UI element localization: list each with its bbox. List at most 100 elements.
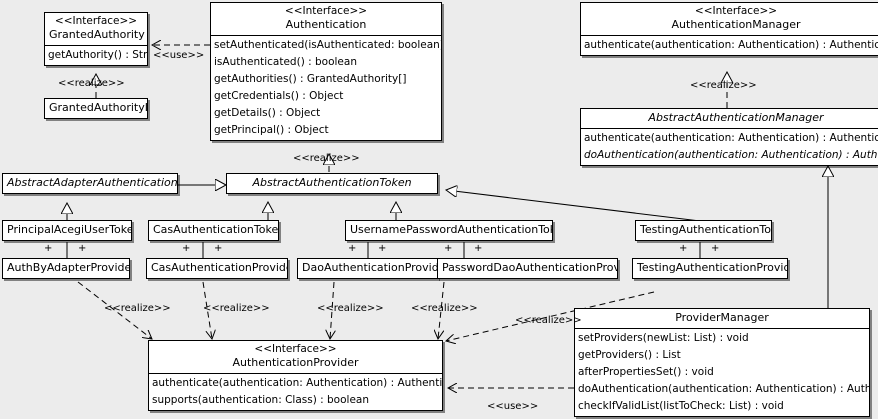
assoc-marker-username-dao-right: + — [378, 243, 387, 254]
class-box-granted-authority-impl[interactable]: GrantedAuthorityImpl — [44, 98, 148, 119]
class-box-authentication-manager[interactable]: <<Interface>> AuthenticationManager auth… — [580, 2, 878, 56]
assoc-marker-username-passworddao-right: + — [474, 243, 483, 254]
class-header: DaoAuthenticationProvider — [298, 259, 437, 278]
class-box-provider-manager[interactable]: ProviderManager setProviders(newList: Li… — [574, 308, 870, 417]
class-box-abstract-adapter-authentication-token[interactable]: AbstractAdapterAuthenticationToken — [2, 173, 178, 194]
operation: getAuthority() : String — [48, 48, 148, 61]
class-box-granted-authority[interactable]: <<Interface>> GrantedAuthority getAuthor… — [44, 12, 148, 66]
class-name: AbstractAuthenticationManager — [648, 111, 824, 124]
edge-label-realize-dao-provider: <<realize>> — [317, 303, 384, 314]
class-box-cas-authentication-provider[interactable]: CasAuthenticationProvider — [146, 258, 288, 279]
class-box-authentication-provider[interactable]: <<Interface>> AuthenticationProvider aut… — [148, 340, 443, 411]
operation: authenticate(authentication: Authenticat… — [584, 38, 878, 51]
operation: getDetails() : Object — [214, 106, 321, 119]
assoc-marker-cas-left: + — [182, 243, 191, 254]
operation: getProviders() : List — [578, 348, 681, 361]
class-header: <<Interface>> Authentication — [211, 3, 441, 36]
edge-generalize-testingauthenticationtoken — [446, 190, 701, 222]
assoc-marker-principal-left: + — [44, 243, 53, 254]
class-name: TestingAuthenticationProvider — [637, 261, 788, 274]
class-box-abstract-authentication-manager[interactable]: AbstractAuthenticationManager authentica… — [580, 108, 878, 166]
class-name: AuthenticationProvider — [232, 356, 359, 370]
assoc-marker-testing-right: + — [711, 243, 720, 254]
assoc-marker-cas-right: + — [214, 243, 223, 254]
edge-label-use-provider-manager: <<use>> — [487, 401, 539, 412]
operation: setAuthenticated(isAuthenticated: boolea… — [214, 38, 442, 51]
assoc-marker-principal-right: + — [78, 243, 87, 254]
class-header: UsernamePasswordAuthenticationToken — [346, 221, 552, 240]
class-name: CasAuthenticationToken — [153, 223, 279, 236]
class-header: <<Interface>> AuthenticationManager — [581, 3, 878, 36]
class-header: AbstractAuthenticationToken — [227, 174, 437, 193]
class-stereotype: <<Interface>> — [284, 5, 368, 17]
operation: getCredentials() : Object — [214, 89, 344, 102]
class-operations: getAuthority() : String — [45, 46, 147, 65]
operation: getPrincipal() : Object — [214, 123, 329, 136]
class-name: ProviderManager — [675, 311, 769, 324]
assoc-marker-username-passworddao-left: + — [444, 243, 453, 254]
class-header: TestingAuthenticationProvider — [633, 259, 787, 278]
class-name: AuthByAdapterProvider — [7, 261, 130, 274]
class-name: Authentication — [285, 18, 367, 32]
class-header: TestingAuthenticationToken — [636, 221, 771, 240]
edge-label-realize-password-dao-provider: <<realize>> — [411, 303, 478, 314]
edge-label-realize-abstract-authentication-token: <<realize>> — [293, 153, 360, 164]
class-name: UsernamePasswordAuthenticationToken — [350, 223, 553, 236]
class-header: ProviderManager — [575, 309, 869, 329]
edge-label-realize-provider-manager: <<realize>> — [515, 315, 582, 326]
edge-label-realize-authentication-manager: <<realize>> — [690, 80, 757, 91]
class-box-principal-acegi-user-token[interactable]: PrincipalAcegiUserToken — [2, 220, 132, 241]
class-name: AbstractAdapterAuthenticationToken — [7, 176, 178, 189]
class-stereotype: <<Interface>> — [254, 343, 337, 355]
class-header: AbstractAdapterAuthenticationToken — [3, 174, 177, 193]
operation: setProviders(newList: List) : void — [578, 331, 749, 344]
operation: doAuthentication(authentication: Authent… — [584, 148, 878, 161]
operation: authenticate(authentication: Authenticat… — [584, 131, 878, 144]
class-stereotype: <<Interface>> — [694, 5, 778, 17]
operation: isAuthenticated() : boolean — [214, 55, 357, 68]
class-operations: authenticate(authentication: Authenticat… — [149, 374, 442, 410]
class-header: AuthByAdapterProvider — [3, 259, 129, 278]
class-header: <<Interface>> GrantedAuthority — [45, 13, 147, 46]
class-name: GrantedAuthorityImpl — [49, 101, 148, 114]
operation: checkIfValidList(listToCheck: List) : vo… — [578, 399, 784, 412]
edge-label-realize-cas-provider: <<realize>> — [203, 303, 270, 314]
edge-label-realize-auth-by-adapter: <<realize>> — [104, 303, 171, 314]
assoc-marker-testing-left: + — [679, 243, 688, 254]
class-operations: authenticate(authentication: Authenticat… — [581, 129, 878, 165]
class-name: GrantedAuthority — [49, 28, 145, 42]
class-header: CasAuthenticationToken — [149, 221, 278, 240]
class-operations: setAuthenticated(isAuthenticated: boolea… — [211, 36, 441, 140]
class-box-password-dao-authentication-provider[interactable]: PasswordDaoAuthenticationProvider — [437, 258, 618, 279]
class-box-auth-by-adapter-provider[interactable]: AuthByAdapterProvider — [2, 258, 130, 279]
class-operations: setProviders(newList: List) : void getPr… — [575, 329, 869, 416]
class-header: GrantedAuthorityImpl — [45, 99, 147, 118]
class-name: DaoAuthenticationProvider — [302, 261, 438, 274]
class-header: CasAuthenticationProvider — [147, 259, 287, 278]
class-box-testing-authentication-token[interactable]: TestingAuthenticationToken — [635, 220, 772, 241]
class-box-dao-authentication-provider[interactable]: DaoAuthenticationProvider — [297, 258, 438, 279]
edge-label-realize-granted-authority-impl: <<realize>> — [58, 78, 125, 89]
class-header: PrincipalAcegiUserToken — [3, 221, 131, 240]
class-box-authentication[interactable]: <<Interface>> Authentication setAuthenti… — [210, 2, 442, 141]
class-box-testing-authentication-provider[interactable]: TestingAuthenticationProvider — [632, 258, 788, 279]
edge-label-use-granted-authority: <<use>> — [153, 50, 205, 61]
class-header: AbstractAuthenticationManager — [581, 109, 878, 129]
class-stereotype: <<Interface>> — [54, 15, 138, 27]
class-box-username-password-authentication-token[interactable]: UsernamePasswordAuthenticationToken — [345, 220, 553, 241]
operation: afterPropertiesSet() : void — [578, 365, 714, 378]
class-name: AbstractAuthenticationToken — [252, 176, 412, 189]
class-operations: authenticate(authentication: Authenticat… — [581, 36, 878, 55]
operation: doAuthentication(authentication: Authent… — [578, 382, 869, 395]
class-name: PrincipalAcegiUserToken — [7, 223, 132, 236]
class-name: PasswordDaoAuthenticationProvider — [442, 261, 617, 274]
assoc-marker-username-dao-left: + — [348, 243, 357, 254]
class-header: <<Interface>> AuthenticationProvider — [149, 341, 442, 374]
class-box-abstract-authentication-token[interactable]: AbstractAuthenticationToken — [226, 173, 438, 194]
operation: authenticate(authentication: Authenticat… — [152, 376, 443, 389]
class-box-cas-authentication-token[interactable]: CasAuthenticationToken — [148, 220, 279, 241]
class-header: PasswordDaoAuthenticationProvider — [438, 259, 617, 278]
class-name: CasAuthenticationProvider — [151, 261, 288, 274]
class-name: AuthenticationManager — [671, 18, 801, 32]
